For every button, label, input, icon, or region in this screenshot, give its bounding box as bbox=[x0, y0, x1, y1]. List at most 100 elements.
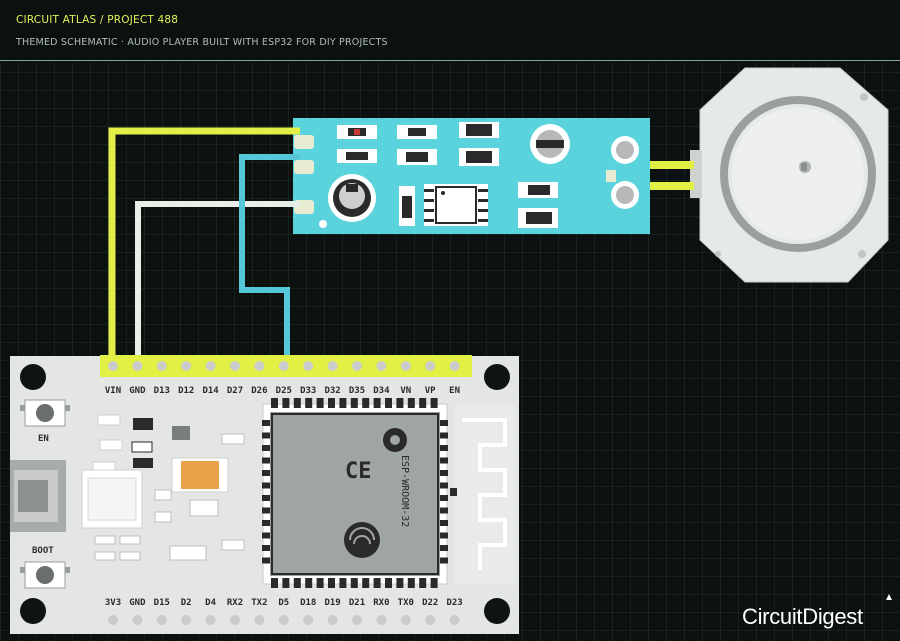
module-pad bbox=[293, 398, 301, 408]
page-subtitle: THEMED SCHEMATIC · AUDIO PLAYER BUILT WI… bbox=[16, 37, 388, 48]
smd-capacitor bbox=[518, 208, 558, 228]
boot-label: BOOT bbox=[32, 546, 54, 556]
header-pin-hole bbox=[278, 361, 289, 371]
en-label: EN bbox=[38, 434, 49, 444]
inductor-icon bbox=[530, 124, 570, 164]
pin-label-vn: VN bbox=[400, 386, 411, 396]
pin-label-d26: D26 bbox=[251, 386, 267, 396]
module-pad bbox=[328, 398, 335, 408]
module-label: ESP-WROOM-32 bbox=[399, 455, 410, 527]
pin-label-tx2: TX2 bbox=[251, 598, 267, 608]
module-pad bbox=[362, 578, 370, 588]
pin-label-gnd: GND bbox=[129, 598, 146, 608]
module-pad bbox=[440, 532, 448, 539]
circuitdigest-logo bbox=[886, 594, 892, 600]
mounting-hole-icon bbox=[20, 598, 46, 624]
header-pin-hole bbox=[181, 615, 192, 625]
wire-vin-yellow bbox=[108, 127, 300, 362]
module-pad bbox=[262, 532, 270, 539]
pin-label-d32: D32 bbox=[324, 386, 340, 396]
module-pad bbox=[262, 557, 270, 564]
module-pad bbox=[262, 470, 270, 476]
pin-label-d15: D15 bbox=[154, 598, 170, 608]
pin-label-tx0: TX0 bbox=[398, 598, 414, 608]
module-pad bbox=[271, 398, 278, 408]
module-pad bbox=[430, 578, 438, 588]
pin-label-rx2: RX2 bbox=[227, 598, 243, 608]
module-pad bbox=[440, 420, 448, 426]
pin-label-d2: D2 bbox=[181, 598, 192, 608]
breadcrumb[interactable]: CIRCUIT ATLAS / PROJECT 488 bbox=[16, 14, 179, 26]
module-pad bbox=[373, 578, 381, 588]
module-pad bbox=[282, 578, 290, 588]
voltage-regulator bbox=[171, 457, 229, 493]
smd-capacitor bbox=[459, 148, 499, 166]
top-header-holes bbox=[108, 361, 460, 371]
header-pin-hole bbox=[205, 361, 216, 371]
wire-d25-cyan bbox=[239, 154, 300, 364]
pin-label-vp: VP bbox=[425, 386, 436, 396]
pin-label-d12: D12 bbox=[178, 386, 194, 396]
header-pin-hole bbox=[254, 615, 265, 625]
module-pad bbox=[385, 398, 392, 408]
module-pad bbox=[419, 578, 427, 588]
boot-button[interactable] bbox=[20, 561, 70, 589]
module-pad bbox=[440, 470, 448, 476]
module-pad bbox=[373, 398, 381, 408]
header-pin-hole bbox=[400, 361, 411, 371]
header-pin-hole bbox=[254, 361, 265, 371]
pin-label-d18: D18 bbox=[300, 598, 316, 608]
usb-port-icon[interactable] bbox=[10, 460, 66, 532]
module-pad bbox=[396, 578, 404, 588]
header-bar: CIRCUIT ATLAS / PROJECT 488 THEMED SCHEM… bbox=[0, 0, 900, 61]
header-pin-hole bbox=[352, 361, 362, 371]
module-pad bbox=[440, 445, 448, 451]
header-pin-hole bbox=[400, 615, 411, 625]
smd-resistor bbox=[399, 186, 415, 226]
pin-label-3v3: 3V3 bbox=[105, 598, 121, 608]
en-button[interactable] bbox=[20, 399, 70, 427]
header-pin-hole bbox=[230, 615, 240, 625]
module-pad bbox=[271, 578, 278, 588]
module-pad bbox=[339, 578, 347, 588]
smd-capacitor bbox=[518, 182, 558, 198]
module-pad bbox=[305, 578, 313, 588]
amplifier-board[interactable] bbox=[293, 118, 650, 234]
module-pad bbox=[362, 398, 370, 408]
module-pad bbox=[293, 578, 301, 588]
header-pin-hole bbox=[327, 615, 338, 625]
esp-wroom-32-module: CE ESP-WROOM-32 bbox=[262, 398, 448, 588]
header-pin-hole bbox=[156, 615, 167, 625]
mounting-hole-icon bbox=[484, 598, 510, 624]
brand-logo-right: Digest bbox=[802, 604, 863, 629]
module-pad bbox=[430, 398, 438, 408]
module-pad bbox=[316, 398, 324, 408]
header-pin-hole bbox=[425, 361, 436, 371]
smd-components bbox=[81, 414, 245, 561]
smd-capacitor bbox=[337, 149, 377, 163]
module-pad bbox=[440, 457, 448, 464]
module-pad bbox=[262, 432, 270, 439]
module-pad bbox=[328, 578, 335, 588]
module-pad bbox=[407, 578, 415, 588]
potentiometer-icon[interactable] bbox=[328, 174, 376, 222]
module-pad bbox=[262, 507, 270, 514]
header-pin-hole bbox=[376, 615, 387, 625]
module-pad bbox=[262, 482, 270, 489]
header-pin-hole bbox=[352, 615, 362, 625]
speaker-screw-icon bbox=[860, 93, 868, 101]
module-pad bbox=[440, 432, 448, 439]
espressif-logo-icon bbox=[383, 428, 407, 452]
speaker-icon[interactable] bbox=[690, 67, 889, 283]
pin-label-gnd: GND bbox=[129, 386, 146, 396]
pin-label-d34: D34 bbox=[373, 386, 390, 396]
module-pad bbox=[440, 520, 448, 526]
header-pin-hole bbox=[181, 361, 192, 371]
module-pad bbox=[350, 578, 358, 588]
module-pad bbox=[440, 557, 448, 564]
module-pad bbox=[440, 482, 448, 489]
pin-label-d21: D21 bbox=[349, 598, 365, 608]
smd-resistor bbox=[337, 125, 377, 139]
